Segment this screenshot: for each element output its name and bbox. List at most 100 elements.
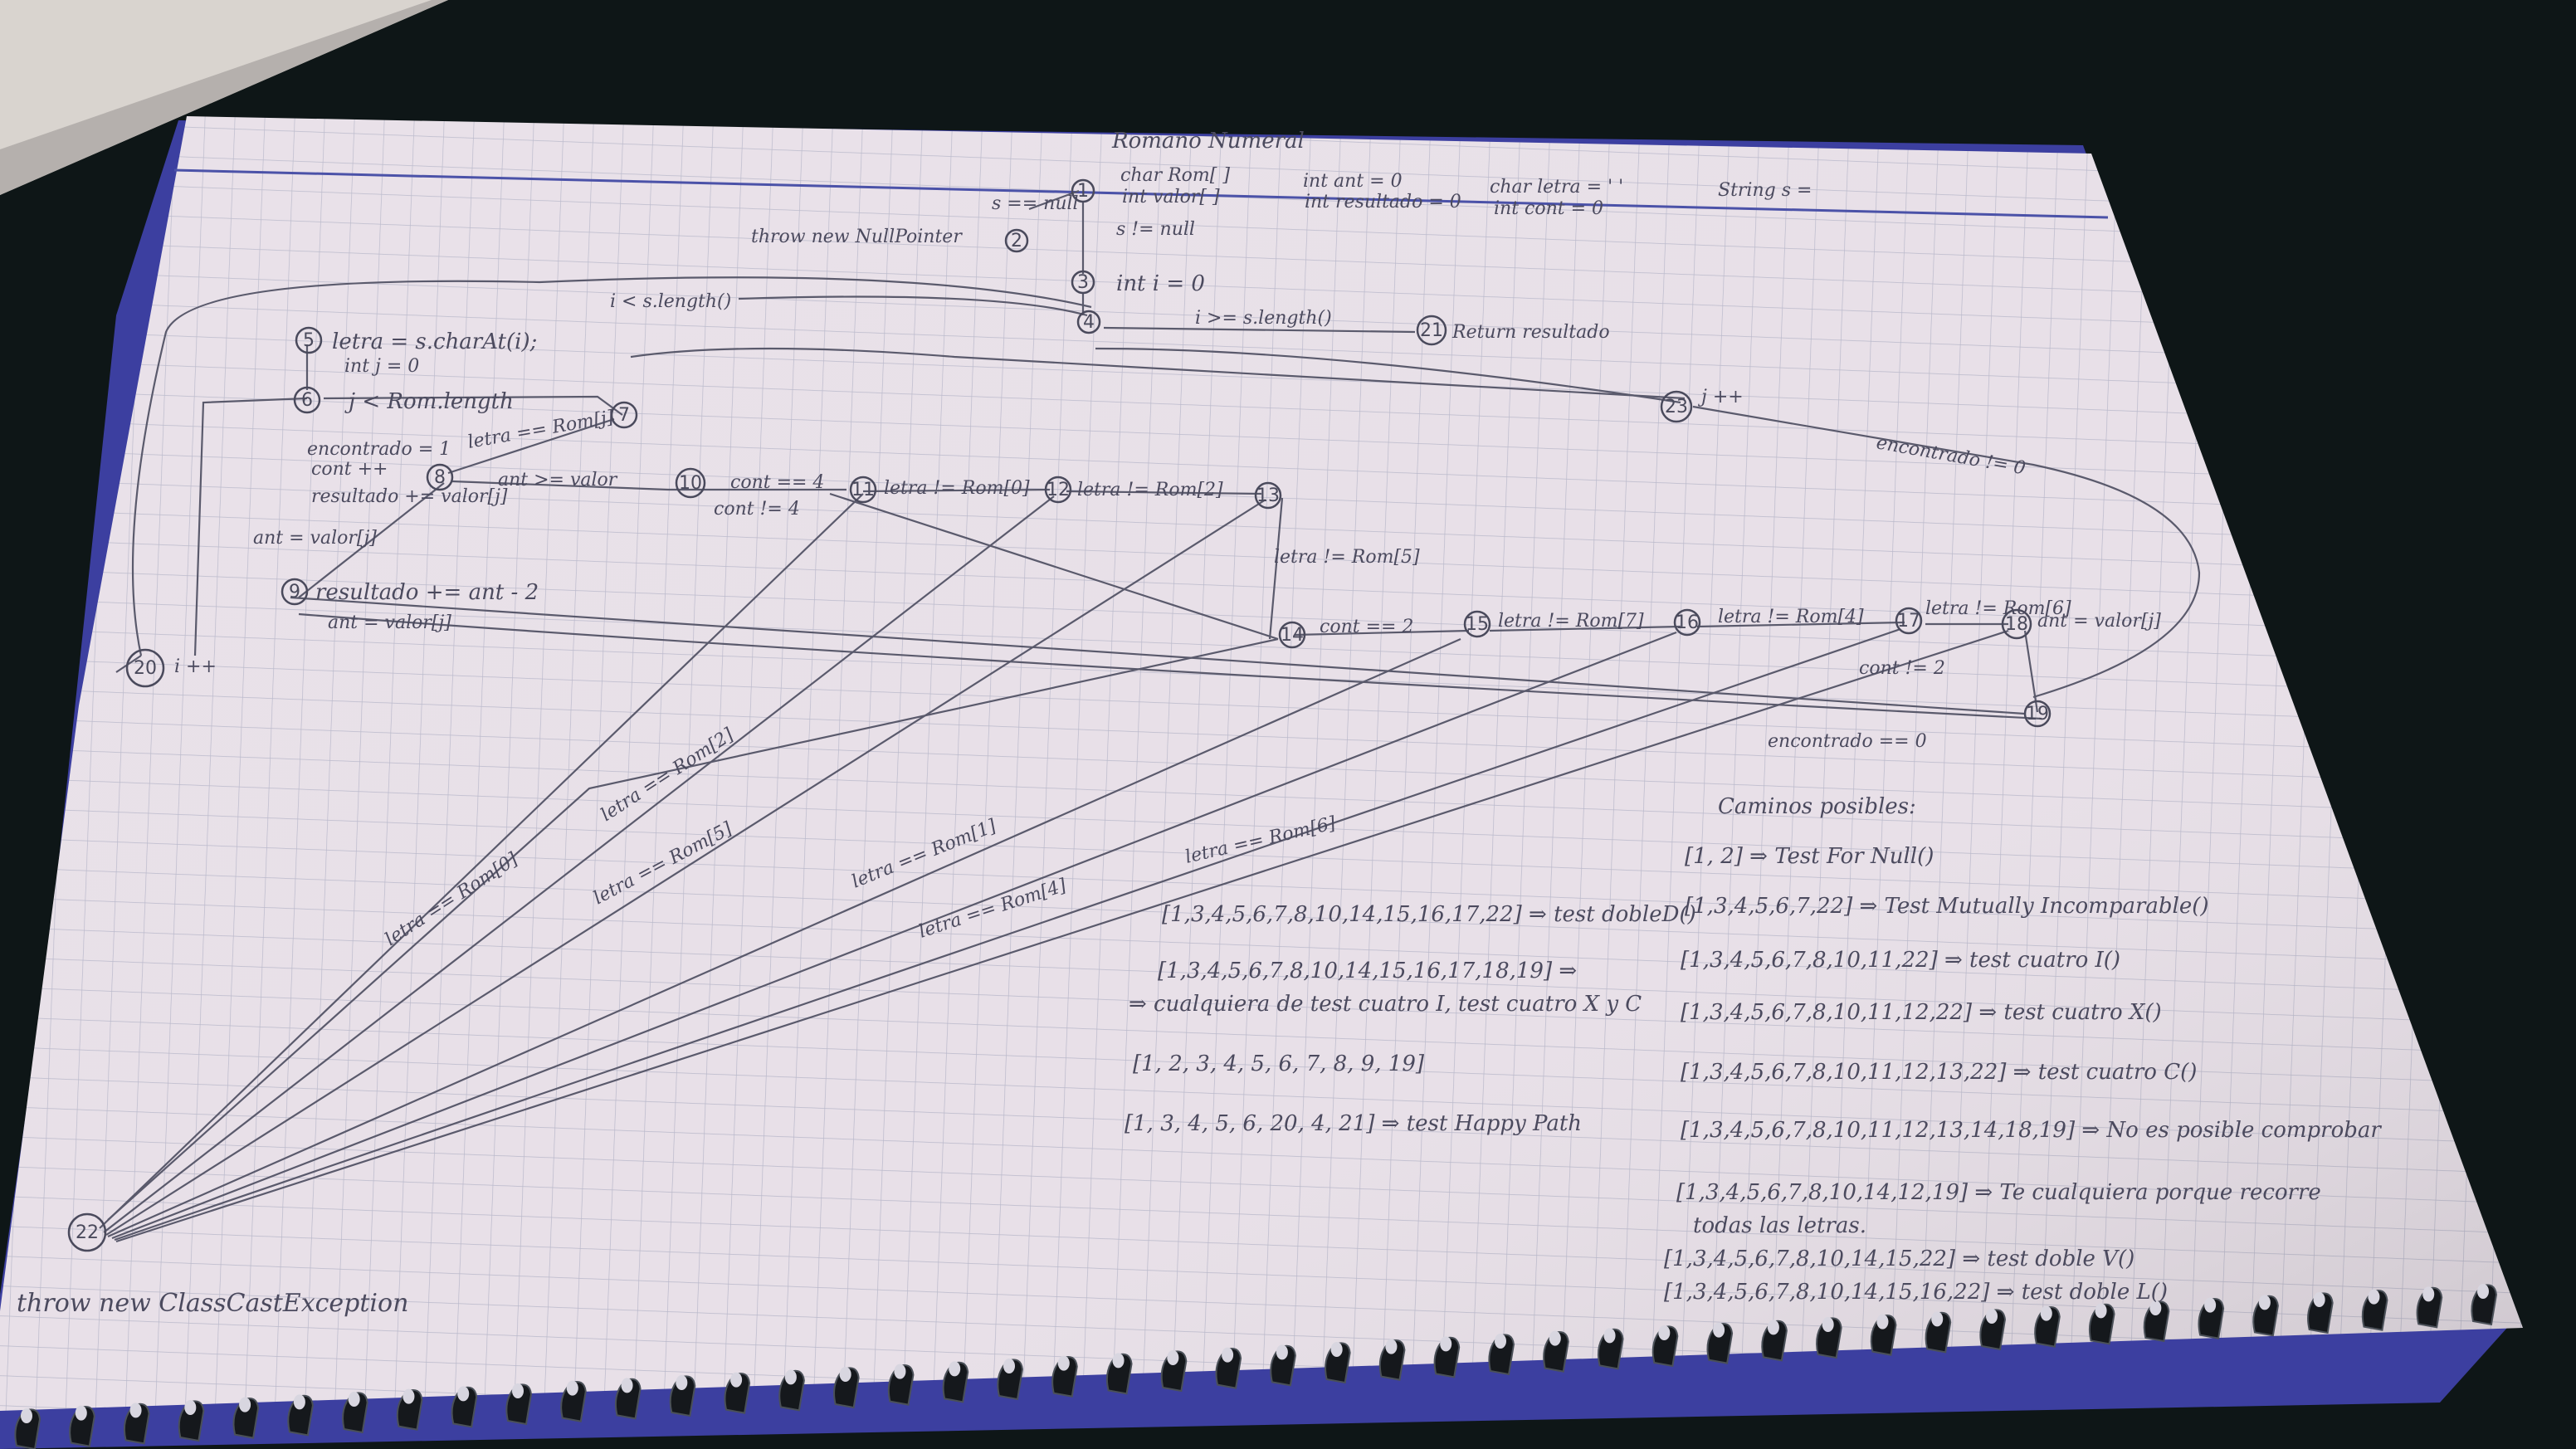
label-j-cond: j < Rom.length: [344, 389, 514, 414]
spiral-hole: [784, 1369, 797, 1385]
label-ant-valor2: ant = valor[j]: [328, 612, 451, 633]
node-20: 20: [125, 648, 165, 688]
label-loop-exit: i >= s.length(): [1195, 308, 1332, 329]
label-ant-gt: ant >= valor: [498, 470, 618, 490]
label-encontrado: encontrado = 1: [307, 439, 451, 460]
spiral-hole: [1713, 1322, 1725, 1338]
spiral-hole: [402, 1388, 415, 1404]
spiral-hole: [1931, 1311, 1944, 1327]
spiral-hole: [894, 1364, 906, 1379]
paths-right: Caminos posibles: [1, 2] ⇒ Test For Null…: [1664, 794, 2382, 1305]
label-letra-rom5: letra != Rom[5]: [1274, 547, 1420, 568]
node-13: 13: [1254, 481, 1282, 510]
spiral-hole: [129, 1403, 142, 1418]
spiral-hole: [348, 1392, 360, 1407]
node-4: 4: [1076, 310, 1101, 334]
spiral-hole: [730, 1372, 743, 1388]
path-right-5: [1,3,4,5,6,7,8,10,11,12,13,14,18,19] ⇒ N…: [1681, 1118, 2382, 1143]
node-10: 10: [675, 467, 706, 499]
spiral-hole: [1003, 1359, 1015, 1373]
graph-nodes: 1 2 3 4 5 6 7 8 9 10 11 12 13 14 15 16 1…: [67, 178, 2052, 1252]
path-right-1: [1,3,4,5,6,7,22] ⇒ Test Mutually Incompa…: [1685, 894, 2209, 919]
spiral-hole: [1603, 1328, 1616, 1344]
spiral-binding: [14, 1284, 2498, 1449]
spiral-hole: [1986, 1309, 1998, 1324]
notebook-page: [0, 116, 2523, 1449]
svg-text:3: 3: [1077, 272, 1089, 293]
spiral-hole: [1495, 1334, 1506, 1349]
spiral-hole: [676, 1375, 688, 1390]
label-ant-valor3: ant = valor[j]: [2037, 611, 2161, 632]
spiral-hole: [1658, 1325, 1671, 1340]
node-2: 2: [1004, 228, 1029, 253]
svg-text:16: 16: [1676, 612, 1699, 633]
svg-text:11: 11: [851, 480, 875, 500]
label-letra: letra = s.charAt(i);: [332, 329, 537, 354]
svg-text:22: 22: [76, 1222, 99, 1243]
path-right-8: [1,3,4,5,6,7,8,10,14,15,22] ⇒ test doble…: [1664, 1247, 2134, 1271]
node-19: 19: [2023, 700, 2052, 728]
decl-string: String s =: [1718, 180, 1812, 201]
path-right-6: [1,3,4,5,6,7,8,10,14,12,19] ⇒ Te cualqui…: [1676, 1180, 2321, 1205]
spiral-hole: [1876, 1314, 1889, 1329]
margin-line: [173, 168, 2109, 219]
spiral-hole: [1276, 1344, 1288, 1360]
node-15: 15: [1463, 610, 1491, 638]
graph-labels: s == null throw new NullPointer s != nul…: [17, 193, 2161, 1318]
node-18: 18: [2001, 608, 2032, 640]
node-3: 3: [1071, 270, 1095, 295]
label-letra-rom2: letra != Rom[2]: [1077, 480, 1223, 500]
decl-resultado: int resultado = 0: [1305, 192, 1461, 212]
paths-title: Caminos posibles:: [1718, 794, 1916, 819]
svg-text:13: 13: [1256, 485, 1280, 506]
label-resultado-add: resultado += valor[j]: [311, 486, 508, 507]
spiral-hole: [1222, 1347, 1234, 1363]
spiral-hole: [949, 1361, 961, 1377]
path-right-2: [1,3,4,5,6,7,8,10,11,22] ⇒ test cuatro I…: [1681, 948, 2120, 973]
spiral-hole: [184, 1400, 197, 1415]
node-23: 23: [1660, 390, 1693, 423]
label-ant-valor: ant = valor[j]: [253, 528, 377, 549]
spiral-hole: [2040, 1305, 2052, 1321]
spiral-hole: [21, 1408, 32, 1423]
label-i-inc: i ++: [174, 656, 217, 677]
svg-text:14: 14: [1281, 625, 1304, 646]
spiral-hole: [1385, 1339, 1398, 1354]
decl-cont: int cont = 0: [1494, 198, 1603, 219]
label-throw-null: throw new NullPointer: [751, 227, 963, 247]
svg-text:5: 5: [303, 330, 315, 351]
label-throw-class: throw new ClassCastException: [17, 1289, 408, 1318]
svg-text:21: 21: [1420, 320, 1443, 341]
svg-text:8: 8: [434, 467, 446, 488]
node-21: 21: [1416, 315, 1447, 346]
spiral-hole: [1767, 1320, 1779, 1335]
svg-text:17: 17: [1897, 611, 1920, 632]
spiral-hole: [2149, 1300, 2162, 1315]
svg-text:4: 4: [1083, 312, 1095, 333]
node-16: 16: [1673, 608, 1701, 637]
svg-text:20: 20: [134, 658, 157, 679]
label-encontrado-eq0: encontrado == 0: [1768, 731, 1927, 752]
spiral-hole: [1112, 1353, 1125, 1368]
spiral-hole: [1549, 1330, 1561, 1346]
node-11: 11: [849, 476, 877, 504]
node-9: 9: [281, 578, 309, 606]
spiral-hole: [621, 1378, 633, 1393]
spiral-hole: [2477, 1284, 2489, 1299]
path-right-9: [1,3,4,5,6,7,8,10,14,15,16,22] ⇒ test do…: [1664, 1280, 2168, 1305]
label-letra-rom4: letra != Rom[4]: [1718, 607, 1864, 627]
spiral-hole: [1057, 1355, 1070, 1371]
spiral-hole: [2204, 1297, 2217, 1313]
spiral-hole: [2258, 1295, 2271, 1310]
label-j-inc: j ++: [1697, 387, 1744, 407]
svg-text:10: 10: [679, 473, 702, 494]
graph-edges: [99, 189, 2201, 1243]
spiral-hole: [75, 1405, 87, 1421]
node-6: 6: [293, 386, 321, 414]
label-cont-ne4: cont != 4: [714, 499, 800, 520]
path-right-0: [1, 2] ⇒ Test For Null(): [1685, 844, 1934, 869]
spiral-hole: [566, 1380, 578, 1396]
label-cont4: cont == 4: [730, 472, 824, 493]
node-12: 12: [1044, 476, 1072, 504]
decl-valor: int valor[ ]: [1122, 187, 1220, 207]
